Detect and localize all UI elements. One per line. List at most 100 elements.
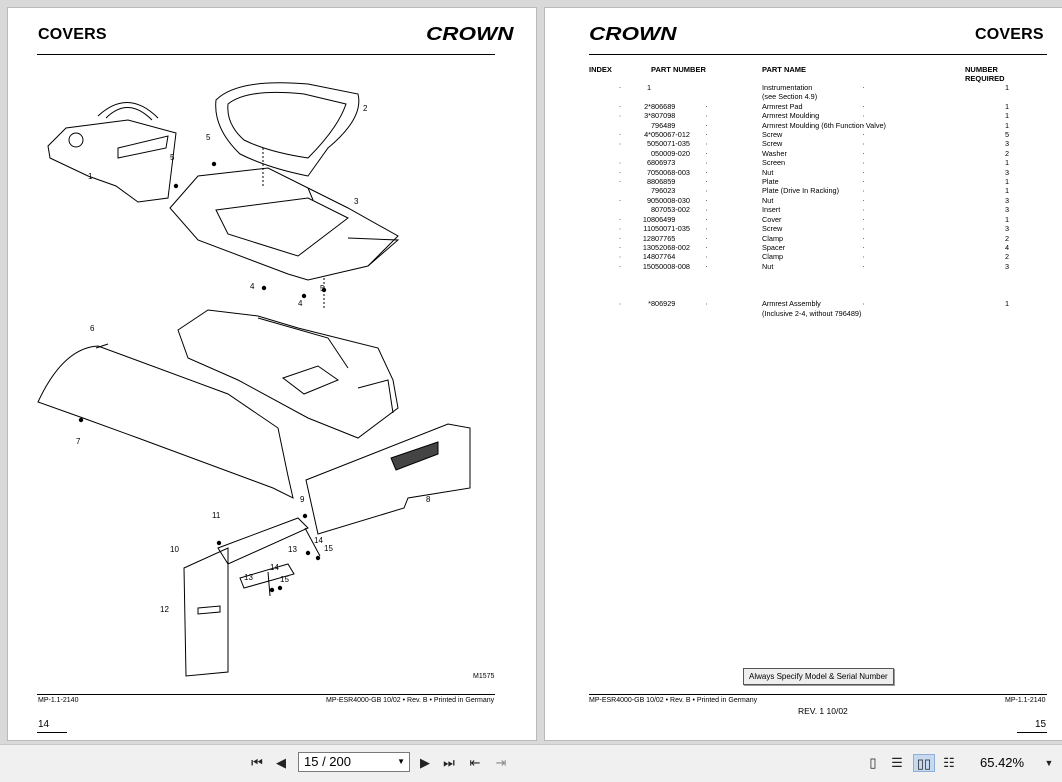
cell-number-required: 3 bbox=[1004, 195, 1009, 205]
page-title: COVERS bbox=[975, 26, 1044, 43]
cell-part-name: Instrumentation bbox=[762, 83, 965, 93]
cell-index bbox=[589, 186, 651, 195]
last-page-icon[interactable]: ⏭ bbox=[443, 755, 455, 770]
cell-part-name: Screen bbox=[762, 158, 965, 168]
next-view-icon[interactable]: ⇥ bbox=[495, 755, 507, 770]
callout-label: 3 bbox=[354, 197, 359, 206]
cell-part-number: 806689 bbox=[651, 101, 762, 112]
continuous-icon[interactable]: ☰ bbox=[891, 755, 903, 770]
cell-part-number: 806499 bbox=[651, 214, 762, 225]
instrument-cover-shape bbox=[47, 119, 177, 203]
cell-part-name: Screw bbox=[762, 139, 965, 149]
cell-number-required: 3 bbox=[1004, 139, 1009, 149]
cell-number-required: 2 bbox=[1004, 148, 1009, 158]
footer-left: MP-ESR4000-GB 10/02 • Rev. B • Printed i… bbox=[589, 697, 758, 704]
cell-part-name: Insert bbox=[762, 205, 965, 215]
cell-index: 4* bbox=[589, 130, 651, 140]
callout-label: 5 bbox=[170, 153, 175, 162]
cell-part-name: Washer bbox=[762, 148, 965, 159]
callout-label: 14 bbox=[314, 536, 323, 545]
footer-right: MP-1.1-2140 bbox=[1005, 697, 1046, 704]
cell-number-required: 3 bbox=[1004, 205, 1009, 215]
zoom-level[interactable]: 65.42% bbox=[980, 755, 1025, 770]
side-plate-shape bbox=[305, 423, 471, 535]
cell-part-name: Nut bbox=[762, 195, 965, 206]
page-title: COVERS bbox=[38, 26, 107, 43]
first-page-icon[interactable]: ⏮ bbox=[251, 755, 263, 770]
cell-part-number: 796489 bbox=[651, 120, 762, 131]
cell-number-required: 1 bbox=[1004, 214, 1009, 224]
dropdown-icon[interactable]: ▼ bbox=[397, 757, 405, 766]
cell-part-name: Armrest Assembly bbox=[762, 299, 965, 309]
cell-index: 5 bbox=[589, 139, 651, 149]
single-page-icon[interactable]: ▯ bbox=[869, 755, 877, 770]
cell-part-number: 050068-003 bbox=[651, 167, 762, 178]
left-page: COVERS CROWN bbox=[7, 7, 537, 741]
cell-number-required: 1 bbox=[1004, 120, 1009, 130]
callout-label: 14 bbox=[270, 563, 279, 572]
header-rule bbox=[589, 54, 1047, 55]
cell-part-number: 796023 bbox=[651, 186, 762, 196]
cell-part-name: (see Section 4.9) bbox=[762, 92, 818, 102]
callout-label: 12 bbox=[160, 605, 169, 614]
callout-label: 11 bbox=[212, 511, 221, 520]
cell-part-number bbox=[651, 92, 762, 101]
cell-part-name: Armrest Moulding bbox=[762, 111, 965, 121]
cell-part-number: 806859 bbox=[651, 177, 762, 187]
cell-index: 6 bbox=[589, 158, 651, 168]
continuous-facing-icon[interactable]: ☷ bbox=[943, 755, 955, 770]
cell-part-name: Nut bbox=[762, 167, 965, 178]
revision-label: REV. 1 10/02 bbox=[798, 706, 848, 716]
exploded-parts-drawing: 1 2 3 4 4 5 5 5 6 7 8 9 10 11 12 13 13 1… bbox=[37, 82, 471, 677]
cell-part-number: 807053-002 bbox=[651, 205, 762, 215]
cell-part-number: 050008-008 bbox=[651, 261, 762, 272]
cell-part-number: 806929 bbox=[651, 299, 762, 309]
cell-number-required: 3 bbox=[1004, 261, 1009, 271]
cell-index: 13 bbox=[589, 242, 651, 253]
cell-part-number: 050067-012 bbox=[651, 130, 762, 140]
next-page-icon[interactable]: ▶ bbox=[420, 755, 430, 770]
cell-number-required: 1 bbox=[1004, 101, 1009, 111]
cell-part-name: Screw bbox=[762, 130, 965, 140]
cell-part-number: 806973 bbox=[651, 158, 762, 168]
specify-model-serial-button[interactable]: Always Specify Model & Serial Number bbox=[743, 668, 894, 685]
prev-page-icon[interactable]: ◀ bbox=[276, 755, 286, 770]
cell-index: 9 bbox=[589, 195, 651, 206]
page-number-rule bbox=[37, 732, 67, 733]
cell-part-number: 050008-030 bbox=[651, 195, 762, 206]
facing-icon[interactable]: ▯▯ bbox=[913, 754, 935, 772]
callout-label: 15 bbox=[324, 544, 333, 553]
cell-part-number: 807765 bbox=[651, 233, 762, 243]
cell-index bbox=[589, 92, 651, 101]
callout-label: 1 bbox=[88, 172, 93, 181]
page-number-value: 15 / 200 bbox=[304, 754, 351, 769]
cell-index: 14 bbox=[589, 252, 651, 262]
callout-label: 9 bbox=[300, 495, 305, 504]
cell-number-required: 1 bbox=[1004, 177, 1009, 187]
parts-table: INDEX PART NUMBER PART NAME NUMBER REQUI… bbox=[589, 65, 1009, 318]
callout-label: 2 bbox=[363, 104, 368, 113]
callout-label: 13 bbox=[288, 545, 297, 554]
prev-view-icon[interactable]: ⇤ bbox=[469, 755, 481, 770]
cell-index: 1 bbox=[589, 83, 651, 93]
armrest-frame-shape bbox=[177, 309, 399, 439]
page-number-input[interactable]: 15 / 200 ▼ bbox=[298, 752, 410, 772]
zoom-dropdown-icon[interactable]: ▼ bbox=[1044, 758, 1054, 768]
cell-part-number: 052068-002 bbox=[651, 242, 762, 253]
footer-rule bbox=[37, 694, 495, 695]
col-header-part-number: PART NUMBER bbox=[651, 65, 706, 74]
footer-left: MP-1.1-2140 bbox=[38, 697, 79, 704]
figure-id: M1575 bbox=[473, 673, 495, 680]
cell-number-required: 1 bbox=[1004, 299, 1009, 309]
callout-label: 15 bbox=[280, 575, 289, 584]
